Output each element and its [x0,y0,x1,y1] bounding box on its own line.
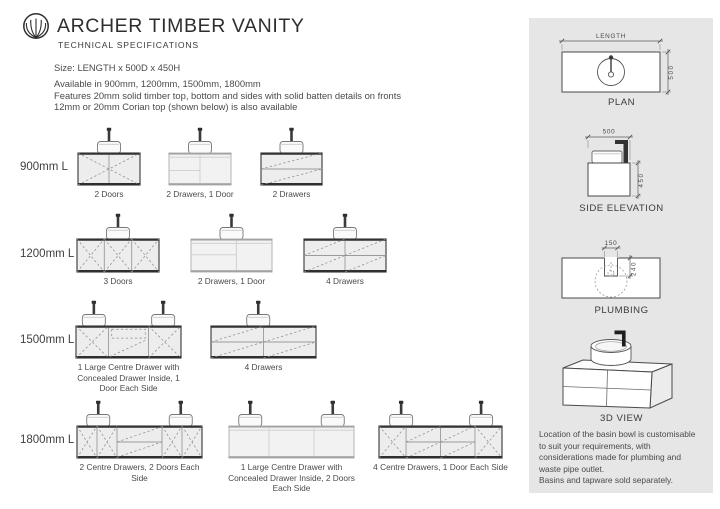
variant-caption: 2 Drawers [272,189,311,199]
vanity-drawing [228,400,355,459]
side-elevation-label: SIDE ELEVATION [579,203,664,214]
row-label-900mm-l: 900mm L [20,161,68,173]
note-line: Basins and tapware sold separately. [539,475,673,486]
features-line: Features 20mm solid timber top, bottom a… [54,89,402,101]
corian-line: 12mm or 20mm Corian top (shown below) is… [54,101,298,112]
row-label-1200mm-l: 1200mm L [20,247,75,260]
plumbing-drawing: 150 240 [561,240,661,299]
vanity-drawing [168,127,232,186]
3d-view-label: 3D VIEW [600,413,643,424]
vanity-drawing [190,213,273,273]
variant-caption: 4 Drawers [326,276,364,286]
variant-caption: 1 Large Centre Drawer with Concealed Dra… [228,462,355,493]
vanity-drawing [210,300,317,359]
plumbing-width-dim: 150 [605,240,618,247]
variant-caption: 1 Large Centre Drawer with Concealed Dra… [77,362,180,393]
note-line: waste pipe outlet. [539,463,605,474]
vanity-drawing [378,400,503,459]
3d-view-drawing [562,330,673,409]
row-label-1500mm-l: 1500mm L [20,334,75,346]
brand-logo-icon [23,13,49,39]
vanity-drawing [76,400,203,459]
note-line: to suit your requirements, with [539,440,651,451]
page-title: ARCHER TIMBER VANITY [57,15,305,37]
variant-caption: 2 Drawers, 1 Door [197,276,266,286]
technical-views-panel [529,18,713,493]
size-spec: Size: LENGTH x 500D x 450H [54,62,181,73]
variant-caption: 3 Doors [103,276,133,286]
side-elevation-drawing: 500 450 [585,129,645,199]
vanity-drawing [303,213,387,273]
page-subtitle: TECHNICAL SPECIFICATIONS [58,40,199,50]
variant-caption: 4 Drawers [244,362,283,372]
variant-caption: 2 Drawers, 1 Door [166,189,234,199]
vanity-drawing [77,127,141,186]
plan-view-drawing: LENGTH 500 [559,33,675,95]
plumbing-depth-dim: 240 [631,261,638,276]
vanity-drawing [260,127,323,186]
note-line: considerations made for plumbing and [539,452,681,463]
variant-caption: 2 Centre Drawers, 2 Doors Each Side [79,462,200,483]
variant-caption: 4 Centre Drawers, 1 Door Each Side [373,462,508,472]
side-width-dim: 500 [603,129,616,136]
variant-caption: 2 Doors [94,189,124,199]
plan-length-dim: LENGTH [596,33,626,40]
vanity-drawing [75,300,182,359]
note-line: Location of the basin bowl is customisab… [539,429,696,439]
side-height-dim: 450 [638,172,645,187]
vanity-drawing [76,213,160,273]
basin-note: Location of the basin bowl is customisab… [539,429,709,487]
plan-label: PLAN [607,97,636,108]
plumbing-label: PLUMBING [594,305,649,316]
plan-depth-dim: 500 [668,64,675,79]
availability-line: Available in 900mm, 1200mm, 1500mm, 1800… [54,78,261,89]
row-label-1800mm-l: 1800mm L [20,434,75,446]
